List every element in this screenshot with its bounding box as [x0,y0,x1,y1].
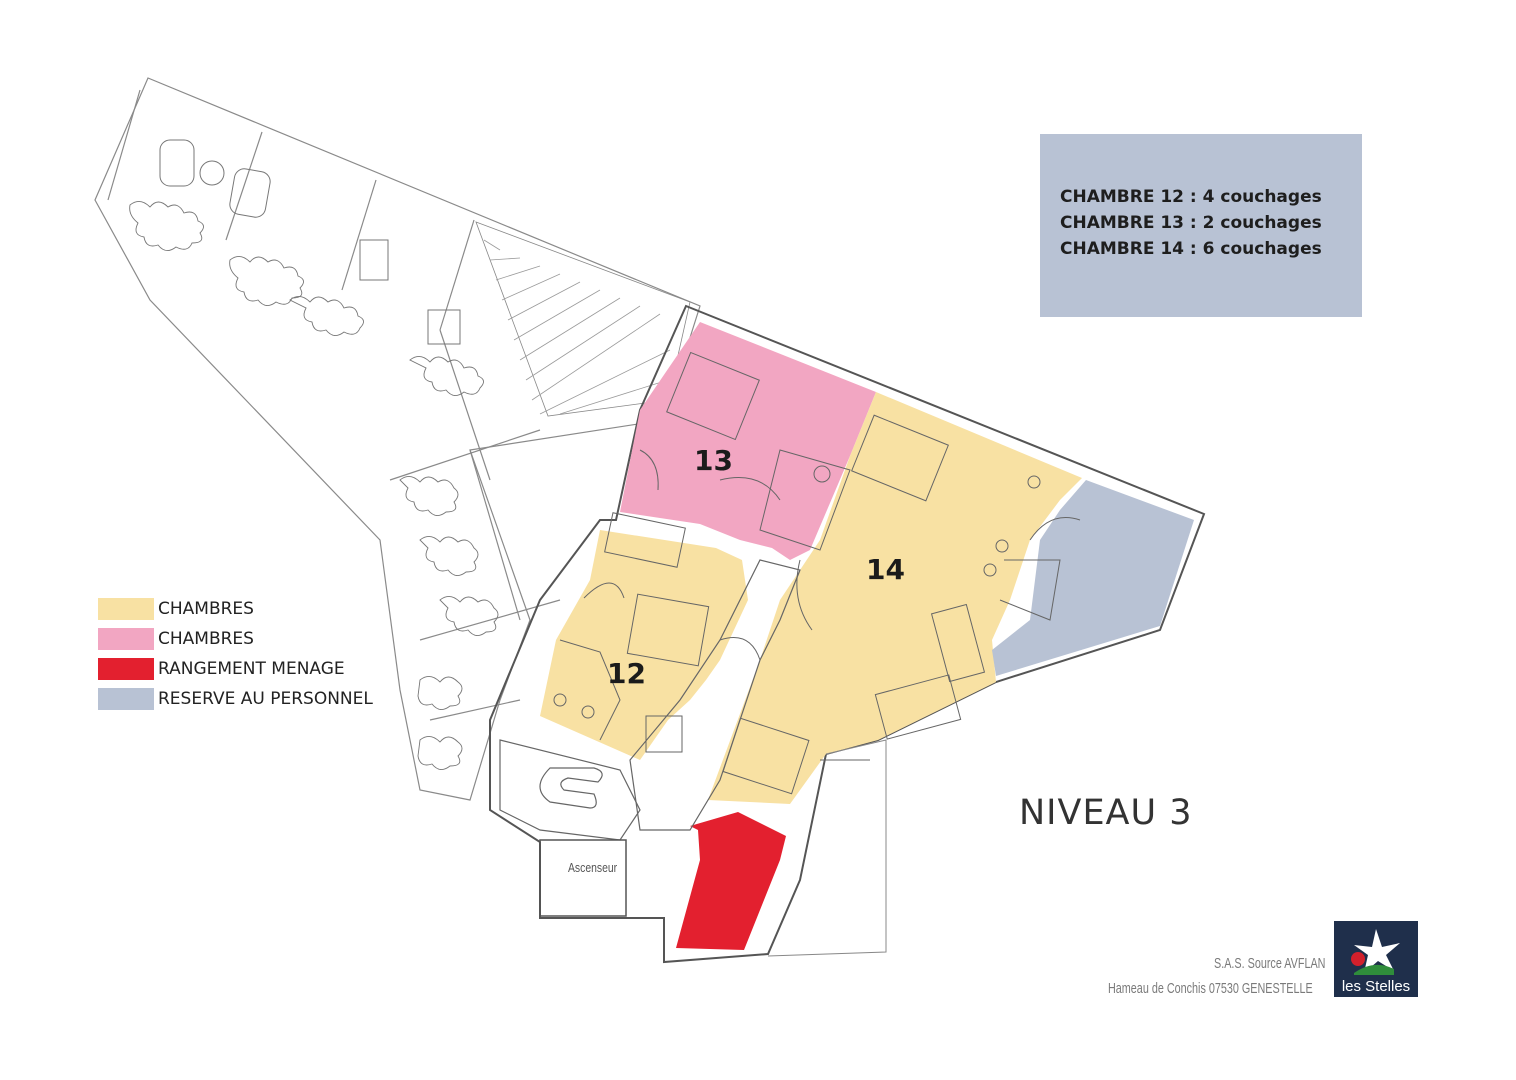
storage-area [676,812,786,950]
legend-swatch [98,688,154,710]
legend-swatch [98,658,154,680]
logo-graphic [1351,929,1400,975]
legend-label: CHAMBRES [158,629,254,649]
legend-label: CHAMBRES [158,599,254,619]
interior-details [553,351,1081,795]
capacity-line-12: CHAMBRE 12 : 4 couchages [1060,187,1322,207]
elevator-label: Ascenseur [568,860,618,875]
vegetation [129,201,499,770]
capacity-line-13: CHAMBRE 13 : 2 couchages [1060,213,1322,233]
legend-label: RESERVE AU PERSONNEL [158,689,373,709]
logo-text: les Stelles [1341,978,1411,995]
legend-swatch [98,628,154,650]
les-stelles-logo: les Stelles [1334,921,1418,997]
capacity-line-14: CHAMBRE 14 : 6 couchages [1060,239,1322,259]
room-12-area [540,530,748,760]
legend-swatch [98,598,154,620]
room-number-12: 12 [607,657,646,690]
lower-outline [767,739,887,957]
legend-label: RANGEMENT MENAGE [158,659,345,679]
company-name: S.A.S. Source AVFLAN [1214,955,1326,972]
room-13-area [620,322,876,560]
level-title: NIVEAU 3 [1019,793,1193,833]
terrace-furniture [159,139,461,345]
room-number-13: 13 [694,444,733,477]
room-14-area [708,392,1082,804]
room-capacity-box: CHAMBRE 12 : 4 couchages CHAMBRE 13 : 2 … [1040,134,1362,317]
room-number-14: 14 [866,553,905,586]
company-address: Hameau de Conchis 07530 GENESTELLE [1108,980,1313,997]
staff-area [992,480,1194,676]
elevator [539,839,627,917]
